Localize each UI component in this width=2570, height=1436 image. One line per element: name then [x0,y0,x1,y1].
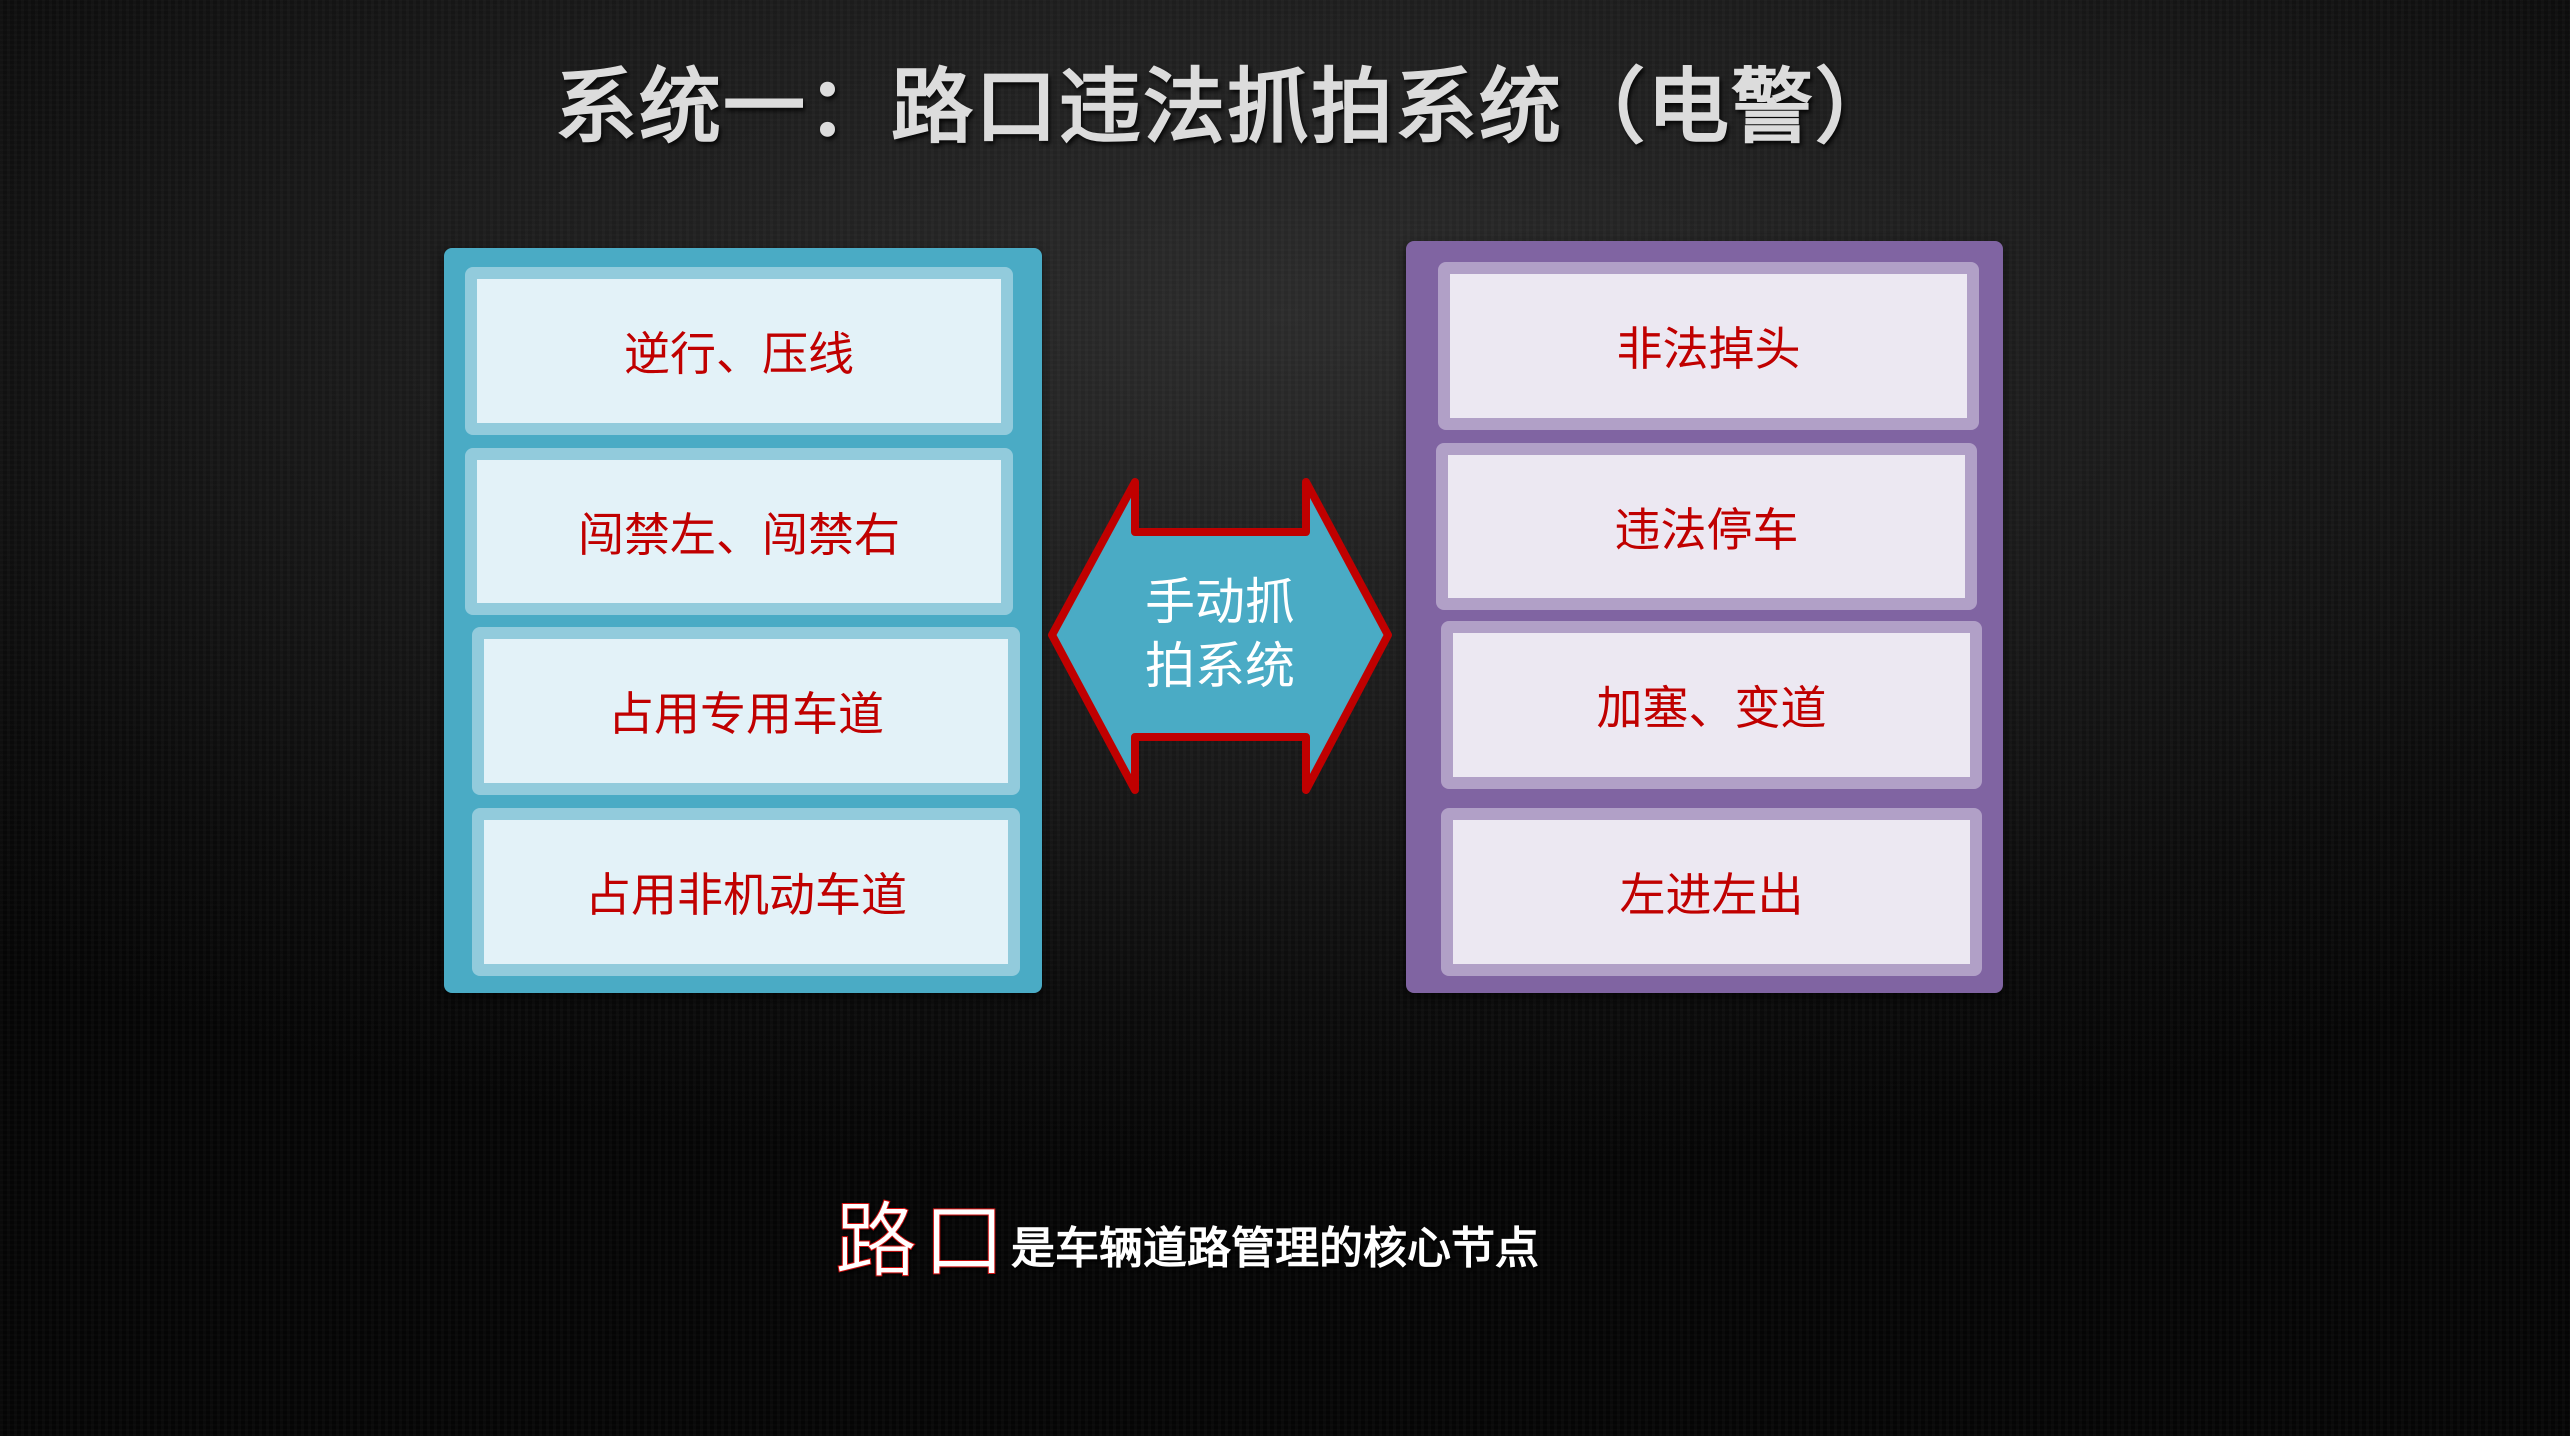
violation-item: 非法掉头 [1438,262,1979,430]
arrow-label-line-2: 拍系统 [1145,637,1295,695]
violation-label: 占用专用车道 [484,639,1008,783]
violation-label: 加塞、变道 [1453,633,1970,777]
violation-item: 占用非机动车道 [472,808,1020,976]
footer-emphasis: 路口 [834,1194,1012,1290]
manual-capture-label: 手动抓 拍系统 [1120,570,1320,700]
violation-item: 左进左出 [1441,808,1982,976]
slide-title: 系统一：路口违法抓拍系统（电警） [555,60,1900,155]
violation-label: 左进左出 [1453,820,1970,964]
violation-item: 加塞、变道 [1441,621,1982,789]
violation-item: 逆行、压线 [465,267,1013,435]
violation-item: 闯禁左、闯禁右 [465,448,1013,615]
left-violation-panel: 逆行、压线 闯禁左、闯禁右 占用专用车道 占用非机动车道 [444,248,1042,993]
footer-statement: 路口 是车辆道路管理的核心节点 [834,1180,1540,1290]
right-violation-panel: 非法掉头 违法停车 加塞、变道 左进左出 [1406,241,2003,993]
double-arrow-icon [1048,478,1392,794]
arrow-label-line-1: 手动抓 [1145,573,1295,631]
violation-label: 闯禁左、闯禁右 [477,460,1001,603]
violation-label: 占用非机动车道 [484,820,1008,964]
violation-label: 违法停车 [1448,455,1965,598]
violation-label: 逆行、压线 [477,279,1001,423]
violation-label: 非法掉头 [1450,274,1967,418]
violation-item: 占用专用车道 [472,627,1020,795]
footer-text: 是车辆道路管理的核心节点 [1011,1223,1540,1274]
violation-item: 违法停车 [1436,443,1977,610]
